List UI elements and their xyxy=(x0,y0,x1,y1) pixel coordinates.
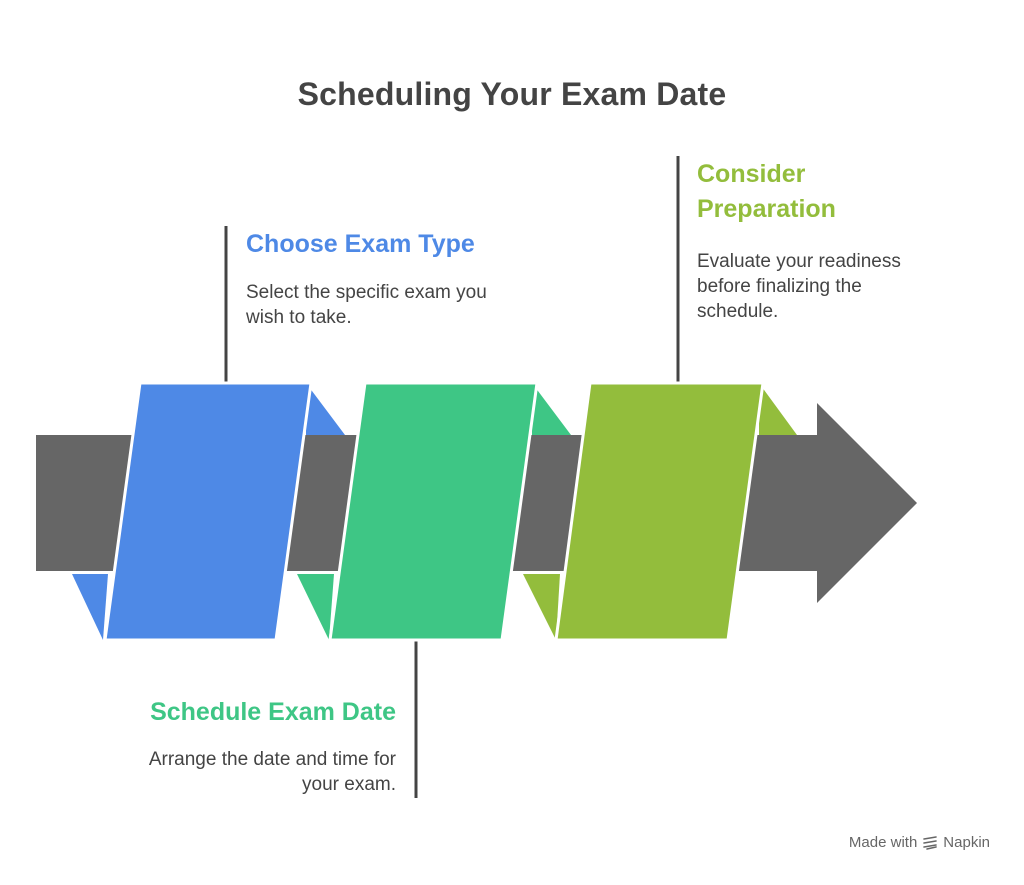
step-3-fold-bottom xyxy=(523,574,560,640)
made-with-napkin-watermark[interactable]: Made with Napkin xyxy=(849,834,990,851)
step-2-fold-bottom xyxy=(297,574,334,640)
step-3-panel xyxy=(554,381,765,642)
step-1-fold-top xyxy=(306,383,345,435)
step-1-title: Choose Exam Type xyxy=(246,230,475,258)
page-title: Scheduling Your Exam Date xyxy=(297,76,727,112)
step-2-panel xyxy=(328,381,539,642)
step-2-title: Schedule Exam Date xyxy=(150,698,396,726)
step-2-fold-top xyxy=(532,383,571,435)
step-3-title: Consider Preparation xyxy=(697,160,836,223)
step-3-description: Evaluate your readiness before finalizin… xyxy=(697,251,901,322)
step-3-fold-top xyxy=(759,383,797,435)
watermark-prefix: Made with xyxy=(848,834,918,851)
step-1-description: Select the specific exam you wish to tak… xyxy=(246,282,487,328)
step-2-description: Arrange the date and time for your exam. xyxy=(148,749,396,795)
napkin-logo-icon xyxy=(923,835,938,850)
step-1-fold-bottom xyxy=(72,574,108,640)
watermark-brand: Napkin xyxy=(943,834,990,851)
step-1-panel xyxy=(103,381,313,642)
